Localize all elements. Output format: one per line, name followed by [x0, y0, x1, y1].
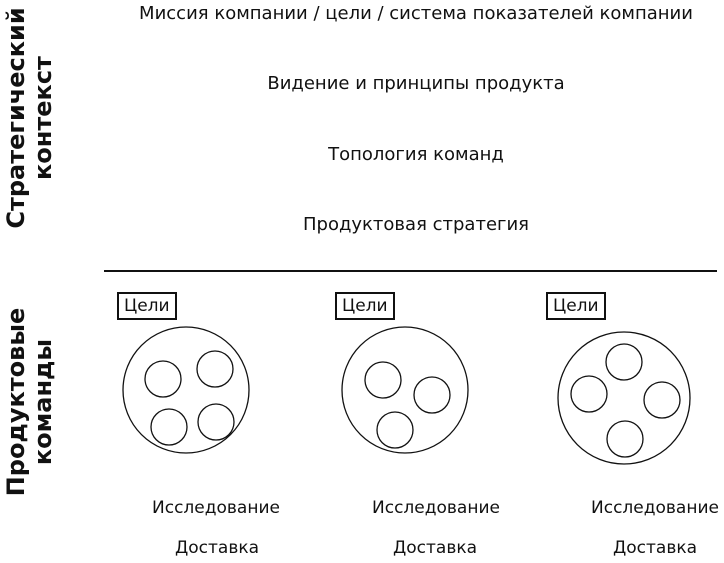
team-3-delivery: Доставка — [612, 538, 698, 558]
layer-topology: Топология команд — [328, 144, 504, 165]
team-3 — [557, 331, 691, 465]
member-circle — [570, 375, 608, 413]
layer-mission: Миссия компании / цели / система показат… — [139, 3, 693, 24]
team-circle — [122, 326, 250, 454]
team-circle — [557, 331, 691, 465]
team-1-delivery: Доставка — [174, 538, 260, 558]
member-circle — [196, 350, 234, 388]
member-circle — [605, 343, 643, 381]
team-2 — [341, 326, 469, 454]
member-circle — [364, 361, 402, 399]
team-2-delivery: Доставка — [392, 538, 478, 558]
layer-vision: Видение и принципы продукта — [267, 73, 565, 94]
team-2-goals: Цели — [335, 292, 395, 320]
team-3-goals: Цели — [546, 292, 606, 320]
member-circle — [144, 360, 182, 398]
team-circle — [341, 326, 469, 454]
team-2-discovery: Исследование — [372, 498, 500, 518]
team-1-goals: Цели — [117, 292, 177, 320]
member-circle — [606, 420, 644, 458]
layer-strategy: Продуктовая стратегия — [302, 214, 529, 235]
member-circle — [150, 408, 188, 446]
member-circle — [413, 376, 451, 414]
team-1-discovery: Исследование — [152, 498, 280, 518]
team-1 — [122, 326, 250, 454]
member-circle — [376, 411, 414, 449]
team-3-discovery: Исследование — [591, 498, 719, 518]
member-circle — [643, 381, 681, 419]
member-circle — [197, 403, 235, 441]
